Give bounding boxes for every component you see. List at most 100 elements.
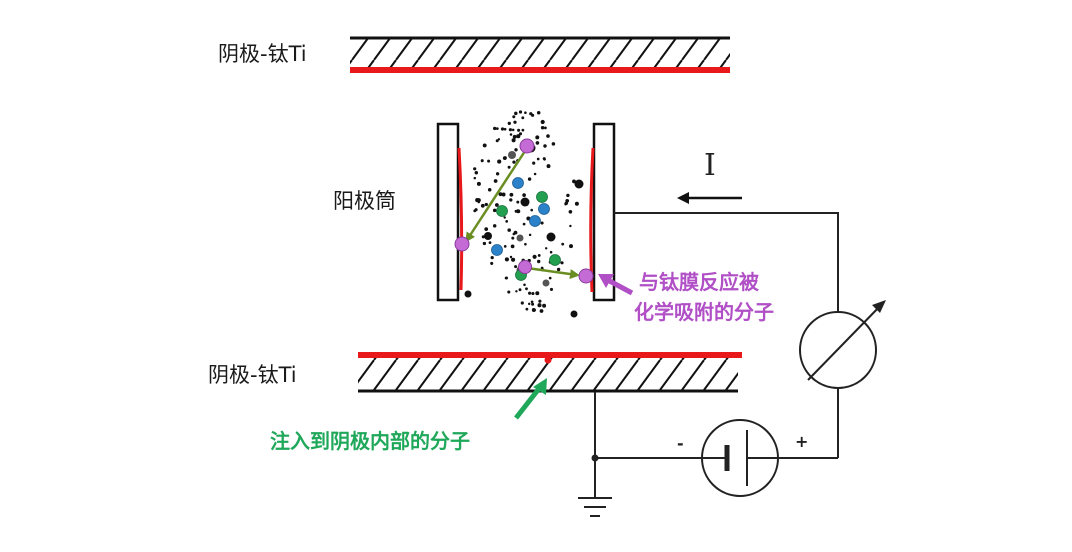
injected-molecules-label: 注入到阴极内部的分子 xyxy=(270,429,470,453)
gas-dot xyxy=(536,157,540,161)
cathode-bottom-plate xyxy=(358,352,742,393)
gas-dot xyxy=(492,224,497,228)
ground-icon xyxy=(578,497,612,517)
gas-dot xyxy=(508,128,512,132)
gas-dot xyxy=(509,192,514,197)
gas-dot xyxy=(531,291,535,296)
gas-dot xyxy=(569,244,573,249)
gas-dot xyxy=(543,144,547,148)
gas-dot xyxy=(484,202,488,207)
gas-dot xyxy=(543,126,547,130)
gas-dot xyxy=(516,134,521,139)
gas-dot xyxy=(530,208,533,212)
gas-dot xyxy=(503,156,507,160)
gas-dot xyxy=(532,161,536,165)
gas-dot xyxy=(531,113,535,117)
trajectory-arrow-1 xyxy=(465,147,529,243)
gas-dot xyxy=(566,193,570,198)
gas-dot xyxy=(565,198,570,203)
gas-dot xyxy=(495,139,499,143)
adsorbed-molecules-label: 与钛膜反应被 化学吸附的分子 xyxy=(634,267,774,327)
gas-dot xyxy=(509,198,513,202)
gas-dot xyxy=(509,133,513,136)
gas-dot xyxy=(556,267,561,272)
gas-dot xyxy=(527,302,531,306)
gas-dot xyxy=(535,135,540,140)
gas-dot xyxy=(568,209,573,214)
gas-dot xyxy=(512,134,517,139)
gas-dot xyxy=(507,165,511,169)
gas-dot xyxy=(503,216,506,219)
gas-dot xyxy=(535,291,540,296)
gas-dot xyxy=(474,171,479,175)
anode-wall-left xyxy=(436,122,460,302)
adsorbed-molecules xyxy=(454,138,594,284)
gas-dot xyxy=(540,266,544,270)
gas-dot xyxy=(525,287,528,291)
gas-dot xyxy=(495,172,500,176)
gas-dot xyxy=(503,245,507,248)
gas-dot xyxy=(493,179,498,183)
gas-dot xyxy=(536,110,541,115)
gas-dot xyxy=(528,233,532,237)
gas-dot xyxy=(488,241,492,245)
gas-dot xyxy=(517,128,521,132)
gas-dot xyxy=(497,159,502,164)
gas-dot xyxy=(546,134,550,138)
gas-dot xyxy=(560,261,564,265)
gas-dot xyxy=(544,247,548,250)
cathode-top-label: 阴极-钛Ti xyxy=(218,42,307,66)
gas-dot xyxy=(549,250,553,254)
gas-dot xyxy=(540,125,545,130)
gas-dot xyxy=(492,208,497,213)
gas-dot xyxy=(490,261,494,265)
gas-dot xyxy=(569,224,572,228)
gas-dot xyxy=(546,164,551,169)
gas-dot xyxy=(480,203,485,208)
ammeter-icon xyxy=(799,300,886,389)
circuit-wires xyxy=(591,212,839,498)
gas-dot xyxy=(511,236,515,240)
gas-dot xyxy=(523,283,526,287)
gas-dot xyxy=(518,132,523,136)
adsorbed-label-line-2: 化学吸附的分子 xyxy=(634,300,774,324)
gas-dot xyxy=(540,221,544,225)
battery-plus-sign: + xyxy=(795,432,809,451)
gas-dot xyxy=(535,141,540,145)
cathode-top-plate xyxy=(350,36,730,73)
gas-dot xyxy=(537,259,541,264)
gas-dot xyxy=(509,255,513,259)
gas-dot xyxy=(549,287,554,291)
gas-dot xyxy=(484,227,489,231)
gas-dot xyxy=(475,198,480,203)
gas-dot xyxy=(490,255,494,260)
gas-dot xyxy=(504,257,509,262)
anode-wall-right xyxy=(592,122,616,302)
anode-tube xyxy=(436,122,616,302)
battery-minus-sign: - xyxy=(677,434,684,453)
gas-dot xyxy=(493,126,497,131)
anode-tube-label: 阳极筒 xyxy=(333,189,396,213)
gas-dot xyxy=(473,176,477,180)
gas-dot xyxy=(495,203,499,207)
gas-dot xyxy=(500,127,505,131)
gas-dot xyxy=(514,265,518,269)
gas-dot xyxy=(487,159,491,163)
gas-dot xyxy=(511,128,515,132)
gas-dot xyxy=(507,228,511,232)
injected-pointer xyxy=(514,384,543,420)
trajectory-arrow-2 xyxy=(526,266,580,279)
gas-dot xyxy=(542,303,547,308)
gas-dot xyxy=(514,209,518,213)
gas-dot xyxy=(482,143,487,148)
gas-dot xyxy=(531,302,535,306)
current-symbol: I xyxy=(704,148,716,183)
gas-dot xyxy=(524,242,527,246)
cathode-bottom-label: 阴极-钛Ti xyxy=(208,363,297,387)
gas-dot xyxy=(482,241,487,246)
gas-dot xyxy=(537,253,541,257)
gas-dot xyxy=(518,288,522,292)
gas-dot xyxy=(513,120,517,124)
gas-dot xyxy=(495,127,499,130)
